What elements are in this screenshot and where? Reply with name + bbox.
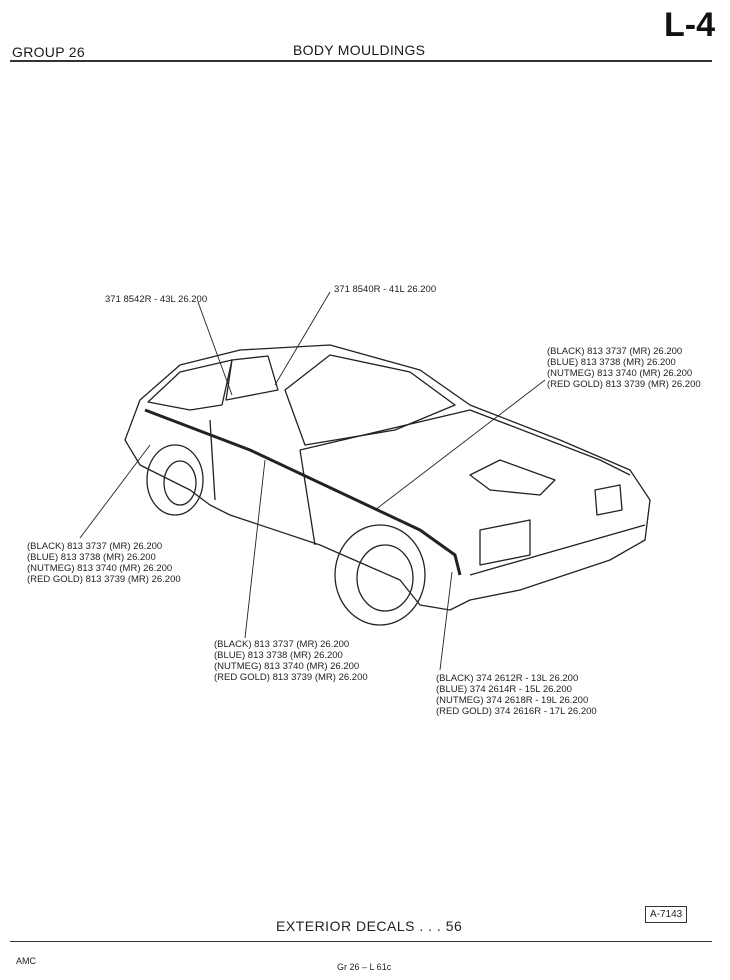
brand-label: AMC bbox=[16, 956, 36, 966]
callout-line: (NUTMEG) 813 3740 (MR) 26.200 bbox=[547, 368, 693, 379]
callout-line: (BLACK) 813 3737 (MR) 26.200 bbox=[547, 346, 683, 357]
callout-line: (RED GOLD) 813 3739 (MR) 26.200 bbox=[27, 574, 181, 585]
callout-rear-quarter-window: 371 8542R - 43L 26.200 bbox=[105, 294, 208, 305]
callout-line: (BLACK) 813 3737 (MR) 26.200 bbox=[214, 639, 350, 650]
callout-door: (BLACK) 813 3737 (MR) 26.200 (BLUE) 813 … bbox=[214, 639, 368, 683]
callout-line: (NUTMEG) 374 2618R - 19L 26.200 bbox=[436, 695, 589, 706]
callout-line: (BLUE) 813 3738 (MR) 26.200 bbox=[214, 650, 343, 661]
callout-hood-side: (BLACK) 813 3737 (MR) 26.200 (BLUE) 813 … bbox=[547, 346, 701, 390]
callout-line: (RED GOLD) 813 3739 (MR) 26.200 bbox=[547, 379, 701, 390]
figure-number: A-7143 bbox=[645, 906, 688, 923]
callout-line: (NUTMEG) 813 3740 (MR) 26.200 bbox=[27, 563, 173, 574]
page-title: BODY MOULDINGS bbox=[293, 42, 426, 58]
callout-line: (NUTMEG) 813 3740 (MR) 26.200 bbox=[214, 661, 360, 672]
callout-line: (BLACK) 374 2612R - 13L 26.200 bbox=[436, 673, 579, 684]
callout-rear-quarter: (BLACK) 813 3737 (MR) 26.200 (BLUE) 813 … bbox=[27, 541, 181, 585]
callout-line: (BLUE) 813 3738 (MR) 26.200 bbox=[27, 552, 156, 563]
group-label: GROUP 26 bbox=[12, 44, 85, 60]
callout-line: (BLACK) 813 3737 (MR) 26.200 bbox=[27, 541, 163, 552]
callout-line: (BLUE) 813 3738 (MR) 26.200 bbox=[547, 357, 676, 368]
callout-front-fender: (BLACK) 374 2612R - 13L 26.200 (BLUE) 37… bbox=[436, 673, 597, 717]
callout-line: (RED GOLD) 374 2616R - 17L 26.200 bbox=[436, 706, 597, 717]
page-id: L-4 bbox=[664, 6, 715, 44]
section-title: EXTERIOR DECALS . . . 56 bbox=[276, 918, 463, 934]
callout-line: (RED GOLD) 813 3739 (MR) 26.200 bbox=[214, 672, 368, 683]
callout-line: (BLUE) 374 2614R - 15L 26.200 bbox=[436, 684, 572, 695]
page-reference: Gr 26 – L 61c bbox=[337, 962, 392, 972]
footer-rule bbox=[10, 941, 712, 942]
header-rule bbox=[10, 60, 712, 62]
callout-door-window: 371 8540R - 41L 26.200 bbox=[334, 284, 437, 295]
